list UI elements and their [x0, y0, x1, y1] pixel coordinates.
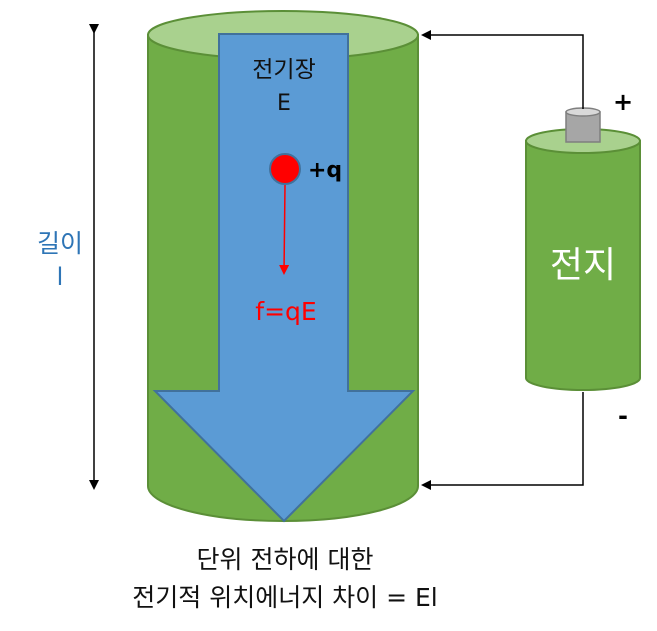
field-symbol: E [277, 91, 291, 116]
battery [525, 107, 641, 391]
electric-field-arrow [152, 33, 416, 523]
battery-terminal [565, 111, 601, 143]
battery-terminal-top [565, 107, 601, 117]
caption-line-1: 단위 전하에 대한 [196, 545, 374, 574]
battery-plus-label: + [613, 88, 633, 116]
negative-wire [421, 392, 584, 490]
charge-label: +q [308, 158, 342, 183]
battery-minus-label: - [618, 402, 628, 430]
battery-label: 전지 [550, 245, 616, 286]
battery-body [525, 140, 641, 391]
length-label: 길이 [37, 229, 83, 258]
caption-line-2: 전기적 위치에너지 차이 = El [132, 583, 438, 612]
field-label: 전기장 [252, 57, 315, 83]
force-label: f=qE [255, 297, 316, 326]
positive-wire [421, 30, 584, 109]
charge-dot [269, 153, 301, 185]
force-arrow [279, 184, 290, 275]
length-symbol: l [57, 263, 64, 291]
